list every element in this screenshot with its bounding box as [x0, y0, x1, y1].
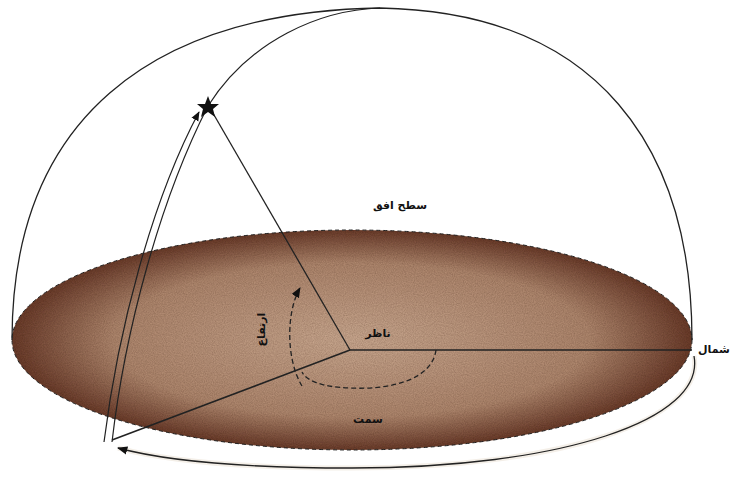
label: ارتفاع — [255, 313, 268, 347]
horizon-outline — [12, 230, 692, 450]
star-line — [210, 108, 350, 350]
sky-dome — [12, 8, 692, 340]
azimuth-line — [112, 350, 350, 440]
label: شمال — [698, 343, 730, 356]
azimuth-arc — [302, 350, 436, 388]
north-line — [350, 349, 692, 351]
altitude-arc — [290, 288, 302, 386]
label: سطح افق — [373, 199, 427, 212]
altitude-arrow-arc — [104, 112, 199, 442]
horizon-plane — [12, 230, 692, 450]
label: ناظر — [365, 327, 390, 340]
azimuth-rim-arrow — [118, 356, 695, 468]
rim-arrow-halo — [118, 356, 695, 468]
label: سمت — [353, 413, 383, 426]
star-symbol — [197, 96, 219, 117]
